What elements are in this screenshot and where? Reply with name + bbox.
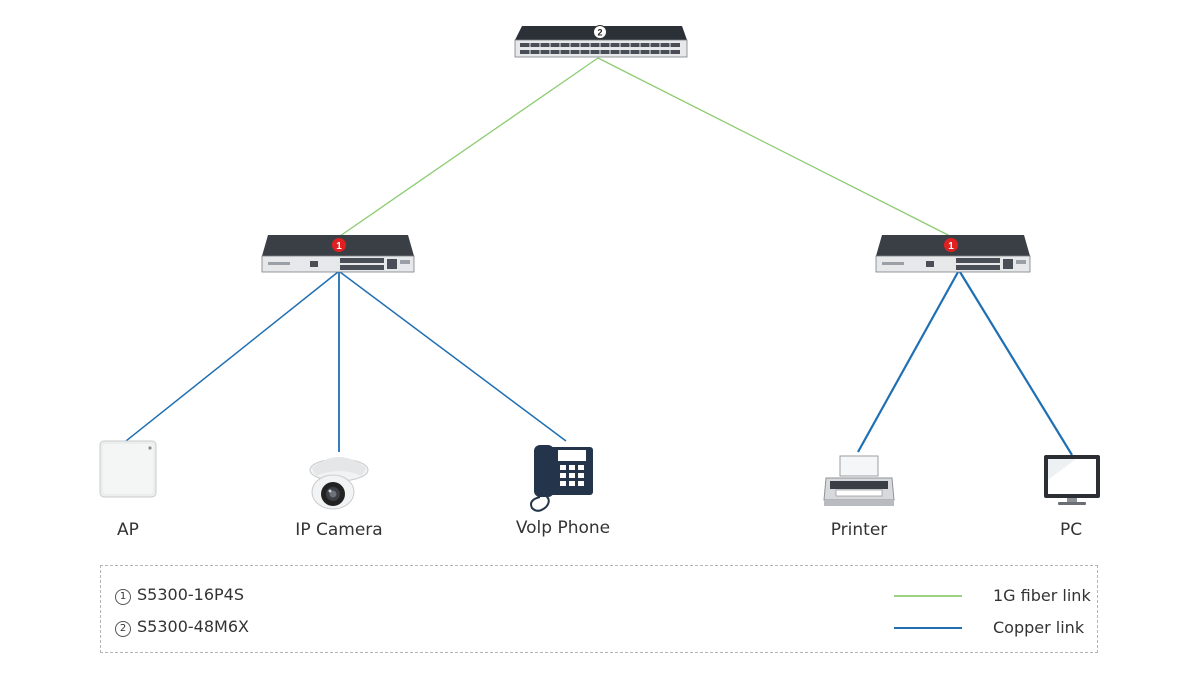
access-point-icon [99,440,157,498]
legend-item-1-number: 1 [115,589,131,605]
legend-item-2-number: 2 [115,621,131,637]
voip-phone-icon [530,445,593,512]
copper-link-printer [857,271,959,453]
fiber-link-right [597,57,951,237]
pc-monitor-icon [1044,455,1100,505]
ip-camera-label: IP Camera [295,520,383,540]
legend-item-2: 2 S5300-48M6X [115,617,249,637]
access-switch-right: 1 [875,235,1031,273]
core-switch: 2 [514,25,688,58]
legend-item-1-model: S5300-16P4S [137,585,244,604]
voip-phone-label: Volp Phone [515,518,611,538]
legend-item-1: 1 S5300-16P4S [115,585,244,605]
core-badge [593,25,607,39]
access-right-badge-number: 1 [948,241,954,252]
printer-icon [823,455,895,506]
fiber-link-left [339,57,599,237]
ip-camera-icon [309,457,369,510]
access-right-badge [944,238,958,252]
copper-link-phone [339,271,567,442]
core-badge-number: 2 [597,28,602,38]
access-switch-left: 1 [261,235,415,273]
copper-link-ap [125,271,339,442]
copper-link-pc [959,271,1073,456]
legend-copper-label: Copper link [993,618,1085,637]
pc-label: PC [1059,520,1083,540]
access-left-badge [332,238,346,252]
legend-fiber-label: 1G fiber link [993,586,1091,605]
printer-label: Printer [830,520,888,540]
access-left-badge-number: 1 [336,241,342,252]
legend-item-2-model: S5300-48M6X [137,617,249,636]
ap-label: AP [117,520,139,540]
